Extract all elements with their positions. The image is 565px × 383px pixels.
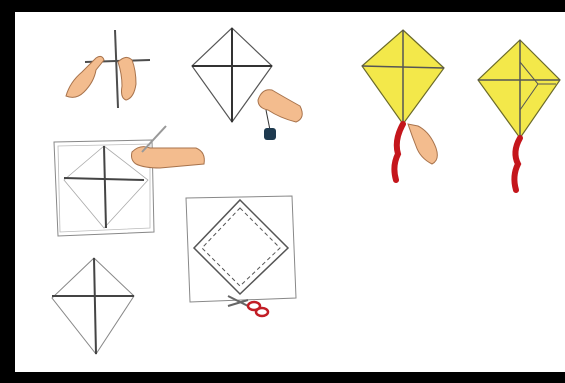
hand-icon bbox=[258, 90, 302, 122]
frame-outline-final bbox=[52, 258, 134, 354]
step-cut-paper bbox=[186, 196, 296, 316]
right-hand-icon bbox=[118, 57, 136, 100]
finished-kite-held bbox=[362, 30, 444, 180]
thread-spool-icon bbox=[264, 128, 276, 140]
marking-hand-icon bbox=[132, 147, 205, 168]
kite-2-body bbox=[478, 40, 560, 138]
finished-kite-bridle bbox=[478, 40, 560, 190]
left-hand-icon bbox=[66, 56, 104, 97]
kite-1-tail bbox=[394, 124, 403, 180]
vertical-stick bbox=[115, 30, 118, 108]
string-line bbox=[266, 110, 270, 130]
final-spine-stick bbox=[94, 258, 96, 354]
step-tie-sticks bbox=[66, 30, 150, 108]
step-frame-on-paper bbox=[54, 126, 204, 236]
step-string-frame bbox=[192, 28, 302, 140]
kite-2-tail bbox=[514, 138, 520, 190]
step-finished-frame bbox=[52, 258, 134, 354]
kite-1-hand-icon bbox=[408, 124, 437, 164]
